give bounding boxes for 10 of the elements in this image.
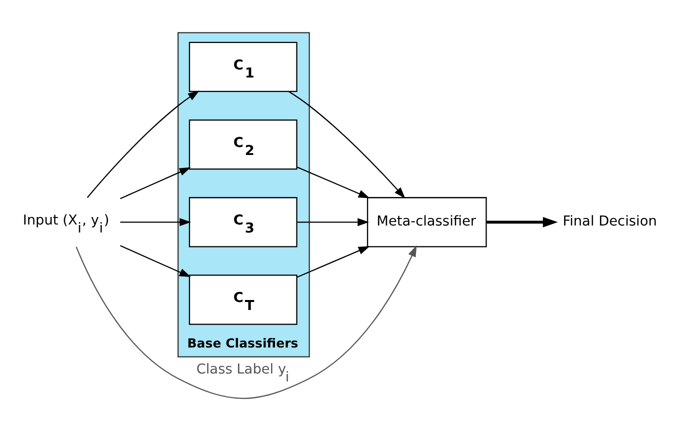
node-box: Meta-classifier: [366, 196, 487, 247]
arrow: [120, 244, 191, 277]
node-text: Final Decision: [562, 213, 657, 230]
arrow: [288, 90, 406, 198]
arrow: [86, 90, 200, 198]
arrow: [297, 218, 370, 226]
arrow: [76, 244, 417, 398]
arrow: [120, 166, 191, 199]
arrow: [120, 218, 192, 226]
arrow: [486, 216, 558, 227]
